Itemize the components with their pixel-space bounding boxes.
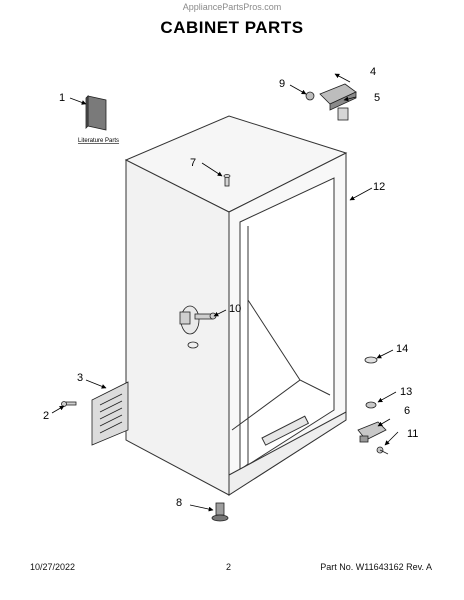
literature-label: Literature Parts <box>78 138 119 144</box>
leveling-leg <box>211 502 229 522</box>
footer-date: 10/27/2022 <box>30 562 76 572</box>
callout-13: 13 <box>400 386 412 398</box>
callout-14: 14 <box>396 343 408 355</box>
cabinet-body <box>124 115 348 496</box>
footer-part-number: Part No. W11643162 Rev. A <box>320 562 432 572</box>
screw-2 <box>61 401 77 407</box>
watermark: AppliancePartsPros.com <box>182 2 282 12</box>
callout-6: 6 <box>404 405 410 417</box>
literature-booklet <box>85 95 107 131</box>
footer-page-number: 2 <box>226 562 232 572</box>
hardware-right <box>357 356 389 455</box>
callout-2: 2 <box>43 410 49 422</box>
page-title: CABINET PARTS <box>160 18 304 37</box>
callout-9: 9 <box>279 78 285 90</box>
callout-12: 12 <box>373 181 385 193</box>
callout-5: 5 <box>374 92 380 104</box>
side-bracket <box>91 381 129 446</box>
leader-lines <box>51 73 399 512</box>
callout-7: 7 <box>190 157 196 169</box>
screw-7 <box>223 174 231 187</box>
top-hinge <box>305 83 357 121</box>
callout-8: 8 <box>176 497 182 509</box>
callout-1: 1 <box>59 92 65 104</box>
callout-3: 3 <box>77 372 83 384</box>
callout-10: 10 <box>229 303 241 315</box>
callout-4: 4 <box>370 66 376 78</box>
callout-11: 11 <box>407 428 418 440</box>
drain-fitting <box>179 305 217 349</box>
